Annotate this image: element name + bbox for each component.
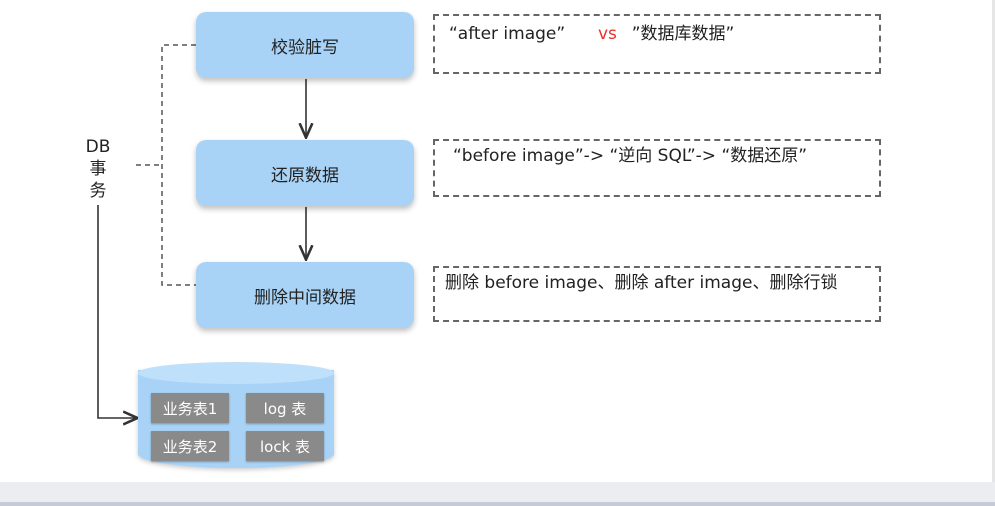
table-lock: lock 表 bbox=[246, 431, 324, 461]
bottom-border bbox=[0, 502, 995, 506]
note-check-dirty-write: “after image” vs ”数据库数据” bbox=[433, 14, 881, 74]
database-cylinder-top bbox=[138, 362, 334, 384]
arrow-db-to-storage bbox=[97, 205, 136, 418]
note-delete-data: 删除 before image、删除 after image、删除行锁 bbox=[433, 266, 881, 322]
table-log: log 表 bbox=[246, 393, 324, 423]
db-transaction-label: DB 事 务 bbox=[85, 137, 111, 201]
note-after-image: “after image” bbox=[449, 24, 566, 44]
dashed-bracket bbox=[161, 44, 196, 286]
note-restore-text: “before image”-> “逆向 SQL”-> “数据还原” bbox=[453, 146, 808, 166]
table-business-1: 业务表1 bbox=[151, 393, 229, 423]
note-restore-data: “before image”-> “逆向 SQL”-> “数据还原” bbox=[433, 139, 881, 197]
step-check-dirty-write: 校验脏写 bbox=[196, 12, 414, 78]
step-restore-data: 还原数据 bbox=[196, 140, 414, 206]
slide-right-edge bbox=[992, 0, 995, 482]
table-business-2: 业务表2 bbox=[151, 431, 229, 461]
note-delete-text: 删除 before image、删除 after image、删除行锁 bbox=[445, 273, 838, 293]
step-delete-intermediate-data: 删除中间数据 bbox=[196, 262, 414, 328]
note-database-data: ”数据库数据” bbox=[631, 24, 735, 44]
note-vs: vs bbox=[598, 24, 617, 44]
